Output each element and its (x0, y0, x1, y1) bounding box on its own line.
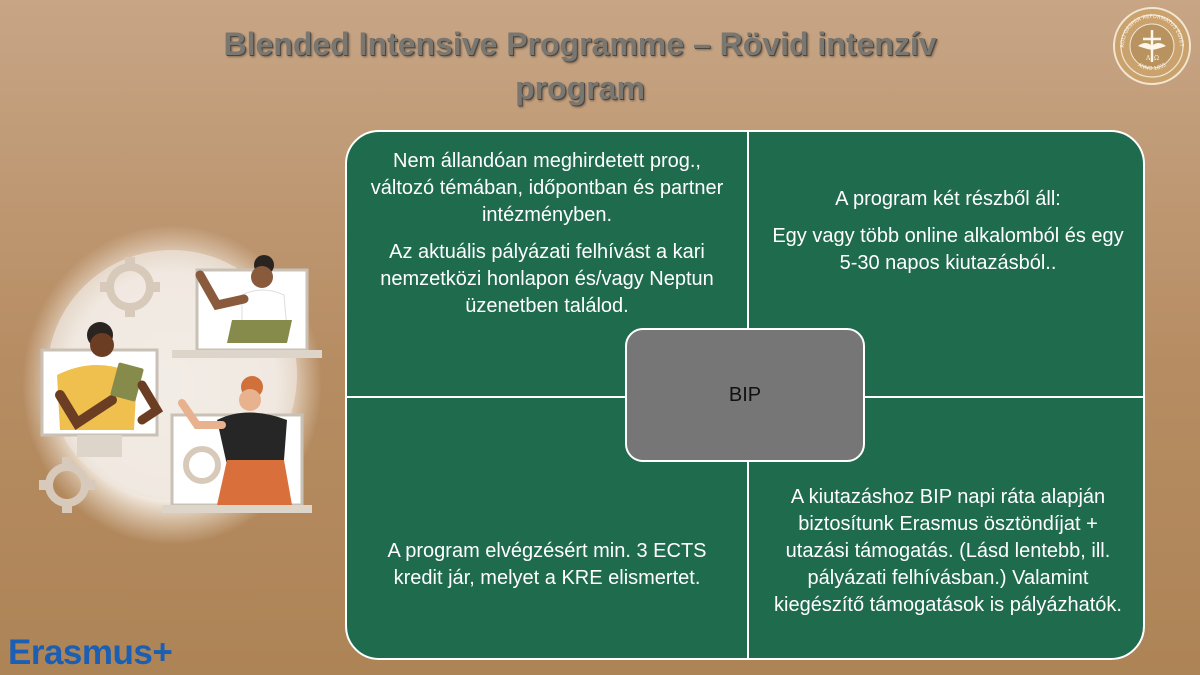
slide-title-line-1: Blended Intensive Programme – Rövid inte… (223, 26, 937, 62)
quadrant-top-left: Nem állandóan meghirdetett prog., változ… (347, 148, 747, 330)
quadrant-top-right-text-2: Egy vagy több online alkalomból és egy 5… (772, 225, 1124, 274)
erasmus-plus-logo: Erasmus+ (8, 633, 173, 672)
university-seal-logo: KÁROLI GÁSPÁR REFORMÁTUS EGYETEM ANNO 18… (1112, 6, 1191, 85)
quadrant-bottom-left-text: A program elvégzésért min. 3 ECTS kredit… (387, 540, 707, 589)
quadrant-top-right-text-1: A program két részből áll: (835, 188, 1061, 210)
slide-title-line-2: program (515, 70, 645, 106)
bip-center-label: BIP (728, 383, 762, 406)
svg-text:ANNO 1855: ANNO 1855 (1137, 62, 1168, 72)
quadrant-top-right: A program két részből áll: Egy vagy több… (749, 186, 1143, 287)
quadrant-bottom-left: A program elvégzésért min. 3 ECTS kredit… (347, 538, 747, 602)
svg-text:Ω: Ω (1154, 55, 1159, 62)
quadrant-top-left-text-1: Nem állandóan meghirdetett prog., változ… (370, 150, 724, 226)
quadrant-bottom-right-text: A kiutazáshoz BIP napi ráta alapján bizt… (774, 486, 1122, 616)
bip-center-box: BIP (625, 328, 865, 462)
svg-text:A: A (1145, 55, 1151, 62)
quadrant-top-left-text-2: Az aktuális pályázati felhívást a kari n… (380, 241, 714, 317)
quadrant-bottom-right: A kiutazáshoz BIP napi ráta alapján bizt… (749, 484, 1143, 629)
online-collaboration-illustration (22, 225, 322, 545)
slide-title: Blended Intensive Programme – Rövid inte… (120, 22, 1040, 110)
